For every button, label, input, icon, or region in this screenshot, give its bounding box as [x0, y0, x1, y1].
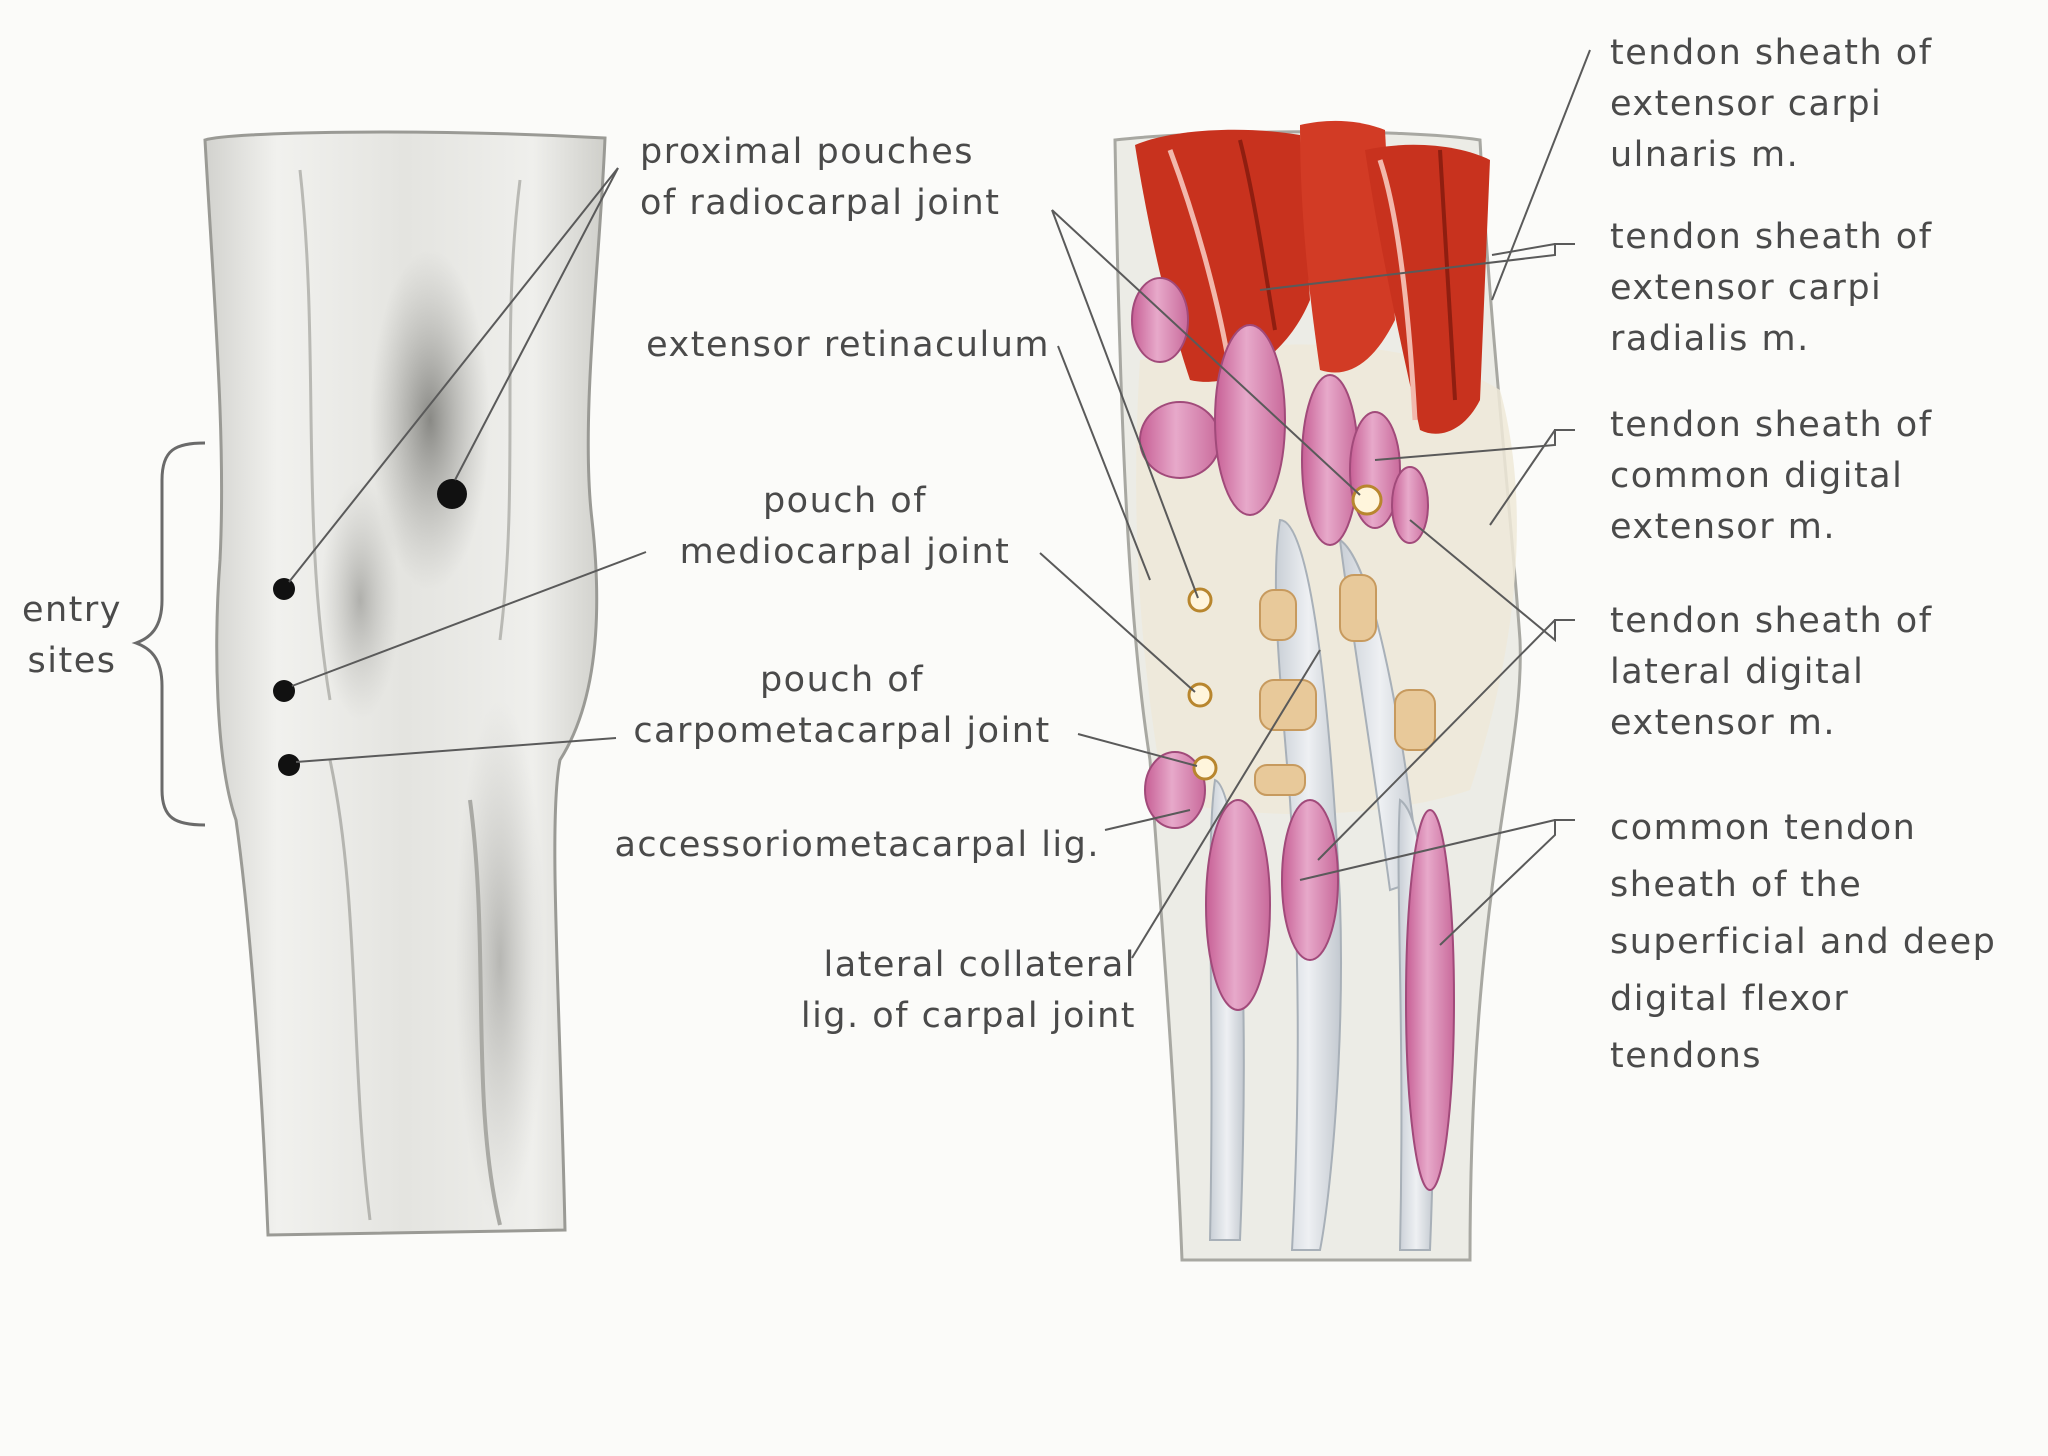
label-line: pouch of — [759, 660, 925, 700]
label-ts-common-digital: tendon sheath of common digital extensor… — [1610, 400, 1933, 553]
label-line: carpometacarpal joint — [633, 711, 1051, 751]
carpal-bones — [1254, 574, 1436, 796]
left-limb-contour-1 — [298, 169, 332, 701]
label-accessoriometacarpal: accessoriometacarpal lig. — [560, 820, 1100, 871]
label-line: sheath of the — [1610, 865, 1863, 905]
label-line: common digital — [1610, 456, 1904, 496]
left-limb-shadow-lower — [455, 700, 545, 1220]
label-line: pouch of — [762, 481, 928, 521]
label-line: sites — [27, 641, 117, 681]
label-line: tendons — [1610, 1036, 1762, 1076]
left-limb-contour-2 — [498, 179, 522, 641]
label-line: extensor retinaculum — [646, 325, 1050, 365]
label-line: tendon sheath of — [1610, 405, 1933, 445]
entry-site-dot-icon — [278, 754, 300, 776]
label-line: of radiocarpal joint — [640, 183, 1001, 223]
label-line: lateral digital — [1610, 652, 1865, 692]
entry-site-dot-icon — [437, 479, 467, 509]
label-lateral-collateral: lateral collateral lig. of carpal joint — [690, 940, 1136, 1042]
right-dissection-illustration — [1113, 120, 1522, 1262]
label-line: tendon sheath of — [1610, 33, 1933, 73]
label-line: mediocarpal joint — [679, 532, 1011, 572]
label-line: extensor carpi — [1610, 268, 1883, 308]
label-line: lateral collateral — [823, 945, 1136, 985]
label-line: tendon sheath of — [1610, 217, 1933, 257]
label-line: extensor m. — [1610, 507, 1836, 547]
label-line: lig. of carpal joint — [800, 996, 1136, 1036]
label-extensor-retinaculum: extensor retinaculum — [620, 320, 1050, 371]
label-line: ulnaris m. — [1610, 135, 1800, 175]
label-ts-ext-carpi-radialis: tendon sheath of extensor carpi radialis… — [1610, 212, 1933, 365]
entry-sites-brace — [131, 441, 206, 827]
pouch-injection-markers — [1187, 484, 1383, 781]
entry-site-dot-icon — [273, 578, 295, 600]
label-proximal-pouches: proximal pouches of radiocarpal joint — [640, 127, 1000, 229]
leader-lines — [288, 49, 1591, 959]
label-ts-lateral-digital: tendon sheath of lateral digital extenso… — [1610, 596, 1933, 749]
left-limb-contour-4 — [468, 799, 502, 1226]
label-ts-ext-carpi-ulnaris: tendon sheath of extensor carpi ulnaris … — [1610, 28, 1933, 181]
label-pouch-carpometacarpal: pouch of carpometacarpal joint — [612, 655, 1072, 757]
label-line: accessoriometacarpal lig. — [614, 825, 1100, 865]
label-common-flexor-sheath: common tendon sheath of the superficial … — [1610, 800, 1996, 1085]
label-line: common tendon — [1610, 808, 1917, 848]
label-line: tendon sheath of — [1610, 601, 1933, 641]
left-limb-contour-3 — [328, 759, 372, 1221]
label-line: digital flexor — [1610, 979, 1850, 1019]
label-line: extensor carpi — [1610, 84, 1883, 124]
entry-site-dot-icon — [273, 680, 295, 702]
label-line: superficial and deep — [1610, 922, 1997, 962]
label-line: extensor m. — [1610, 703, 1836, 743]
left-limb-shadow-mid — [320, 480, 400, 720]
left-limb-illustration — [203, 130, 607, 1237]
label-line: entry — [21, 590, 123, 630]
label-entry-sites: entry sites — [14, 585, 130, 687]
label-line: radialis m. — [1610, 319, 1810, 359]
label-line: proximal pouches — [640, 132, 975, 172]
label-pouch-mediocarpal: pouch of mediocarpal joint — [660, 476, 1030, 578]
